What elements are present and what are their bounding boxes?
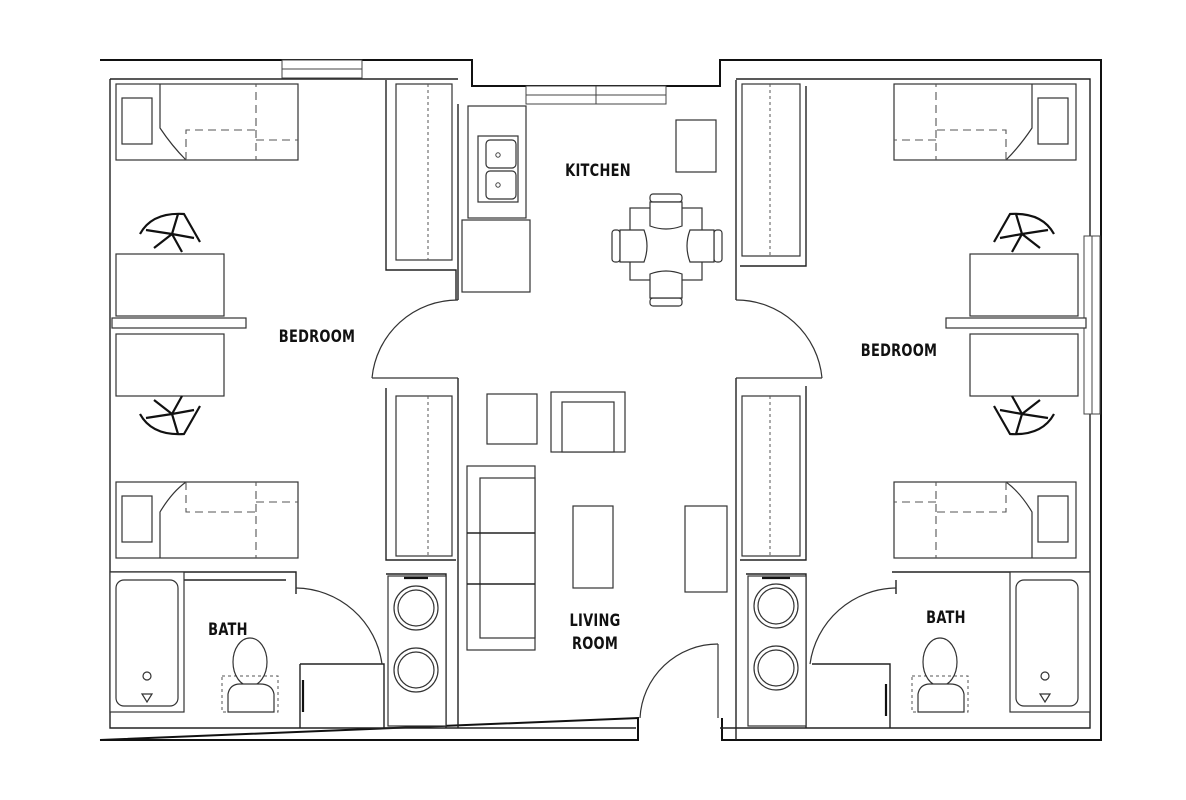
sink-icon: [753, 645, 799, 691]
dining-chair: [713, 229, 723, 263]
desk: [969, 253, 1079, 317]
wardrobe: [395, 395, 453, 557]
range: [461, 219, 531, 293]
refrigerator: [675, 119, 717, 173]
end-table: [486, 393, 538, 445]
living-room-furniture: [466, 391, 728, 651]
room-label-bath-left: BATH: [208, 620, 248, 640]
sink-icon: [393, 647, 439, 693]
tv-stand: [684, 505, 728, 593]
dining-chair: [611, 229, 621, 263]
room-label-bedroom-right: BEDROOM: [860, 341, 938, 361]
room-label-kitchen: KITCHEN: [565, 161, 631, 181]
dining-chair: [649, 193, 683, 203]
room-label-living-line1: LIVING: [569, 611, 621, 631]
outer-walls: [99, 59, 1102, 741]
dining-chair: [649, 297, 683, 307]
vanity-left: [387, 575, 447, 727]
desk-chair-icon: [139, 395, 201, 436]
room-label-bedroom-left: BEDROOM: [278, 327, 356, 347]
bathtub-icon: [1015, 579, 1079, 707]
room-label-living-line2: ROOM: [571, 634, 619, 654]
bathtub-icon: [115, 579, 179, 707]
desk-chair-icon: [993, 395, 1055, 436]
shelf: [111, 317, 247, 329]
pillow: [1037, 495, 1069, 543]
coffee-table: [572, 505, 614, 589]
door-swing: [295, 587, 383, 665]
room-label-bath-right: BATH: [926, 608, 966, 628]
shelf: [945, 317, 1087, 329]
doors: [295, 299, 897, 719]
door-swing: [371, 299, 459, 379]
wardrobe: [395, 83, 453, 261]
door-swing: [639, 643, 719, 719]
vanity-right: [747, 575, 807, 727]
wardrobe: [741, 83, 801, 257]
desk-chair-icon: [139, 212, 201, 253]
desk-chair-icon: [993, 212, 1055, 253]
bedroom-left-furniture: [115, 83, 453, 559]
kitchen-furniture: [461, 105, 723, 307]
door-swing: [809, 587, 897, 665]
pillow: [121, 495, 153, 543]
desk: [115, 253, 225, 317]
bath-left-fixtures: [109, 571, 279, 713]
bath-right-fixtures: [911, 571, 1091, 713]
wardrobe: [741, 395, 801, 557]
toilet-icon: [922, 637, 958, 687]
door-swing: [735, 299, 823, 379]
pillow: [1037, 97, 1069, 145]
bedroom-right-furniture: [741, 83, 1079, 559]
toilet-icon: [232, 637, 268, 687]
sink-icon: [753, 583, 799, 629]
desk: [115, 333, 225, 397]
pillow: [121, 97, 153, 145]
sink-icon: [393, 585, 439, 631]
desk: [969, 333, 1079, 397]
